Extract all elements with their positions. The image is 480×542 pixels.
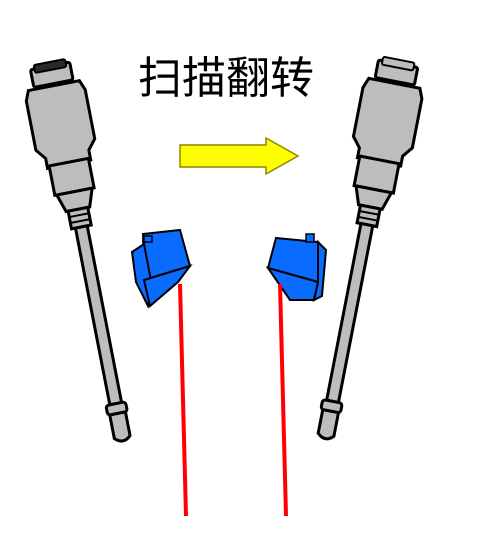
- left-block-bottom: [142, 264, 193, 308]
- arrow-right-icon: [179, 136, 300, 176]
- left-probe-icon: [24, 58, 132, 443]
- right-block-bottom: [265, 266, 320, 301]
- right-probe-tip: [316, 407, 341, 441]
- right-beam-line: [278, 283, 288, 517]
- right-block-icon: [265, 233, 328, 302]
- right-probe-shaft: [324, 221, 375, 405]
- right-probe-body: [351, 76, 424, 168]
- left-probe-body: [24, 78, 97, 171]
- right-probe-cap-top: [381, 56, 416, 72]
- left-probe-cap-top: [32, 58, 68, 74]
- right-block-face: [312, 239, 328, 302]
- left-block-icon: [130, 228, 193, 310]
- right-probe-taper: [354, 184, 394, 211]
- left-probe-shaft: [73, 224, 124, 407]
- left-beam-line: [178, 283, 188, 517]
- diagram-title: 扫描翻转: [138, 53, 314, 104]
- left-probe-tip: [107, 410, 132, 443]
- left-probe-taper: [54, 186, 94, 214]
- left-block-tab: [143, 235, 153, 243]
- right-probe-icon: [316, 56, 424, 441]
- right-block-tab: [305, 233, 315, 243]
